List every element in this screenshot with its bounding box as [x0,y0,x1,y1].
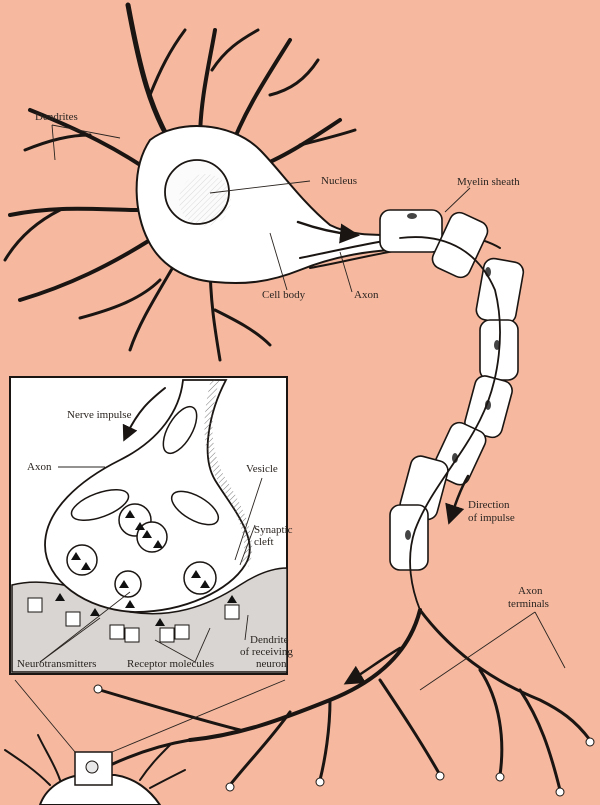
inset-label-axon: Axon [27,461,52,473]
terminal-direction-arrow [343,646,402,685]
label-cell-body: Cell body [262,289,306,301]
mitochondria [70,405,220,526]
label-nucleus: Nucleus [321,175,357,187]
axon-direction-arrow [296,220,360,244]
label-axon-terminals-1: Axon [518,585,543,597]
inset-label-synaptic-2: cleft [254,536,274,548]
inset-label-dendrite-2: of receiving [240,646,293,658]
inset-label-vesicle: Vesicle [246,463,278,475]
synapse-inset [9,376,288,675]
receiving-neuron [4,679,286,805]
label-axon: Axon [354,289,379,301]
direction-arrow [445,474,470,525]
inset-label-receptor-molecules: Receptor molecules [127,658,214,670]
label-direction-1: Direction [468,499,510,511]
label-direction-2: of impulse [468,512,515,524]
nerve-impulse-arrow [122,387,166,442]
inset-label-neurotransmitters: Neurotransmitters [17,658,96,670]
inset-label-synaptic-1: Synaptic [254,524,293,536]
inset-label-nerve-impulse: Nerve impulse [67,409,132,421]
label-dendrites: Dendrites [35,111,78,123]
receptor-molecules [27,597,240,643]
inset-label-dendrite-1: Dendrite [250,634,289,646]
inset-label-dendrite-3: neuron [256,658,287,670]
label-axon-terminals-2: terminals [508,598,549,610]
label-myelin-sheath: Myelin sheath [457,176,520,188]
neurotransmitters [55,510,237,626]
